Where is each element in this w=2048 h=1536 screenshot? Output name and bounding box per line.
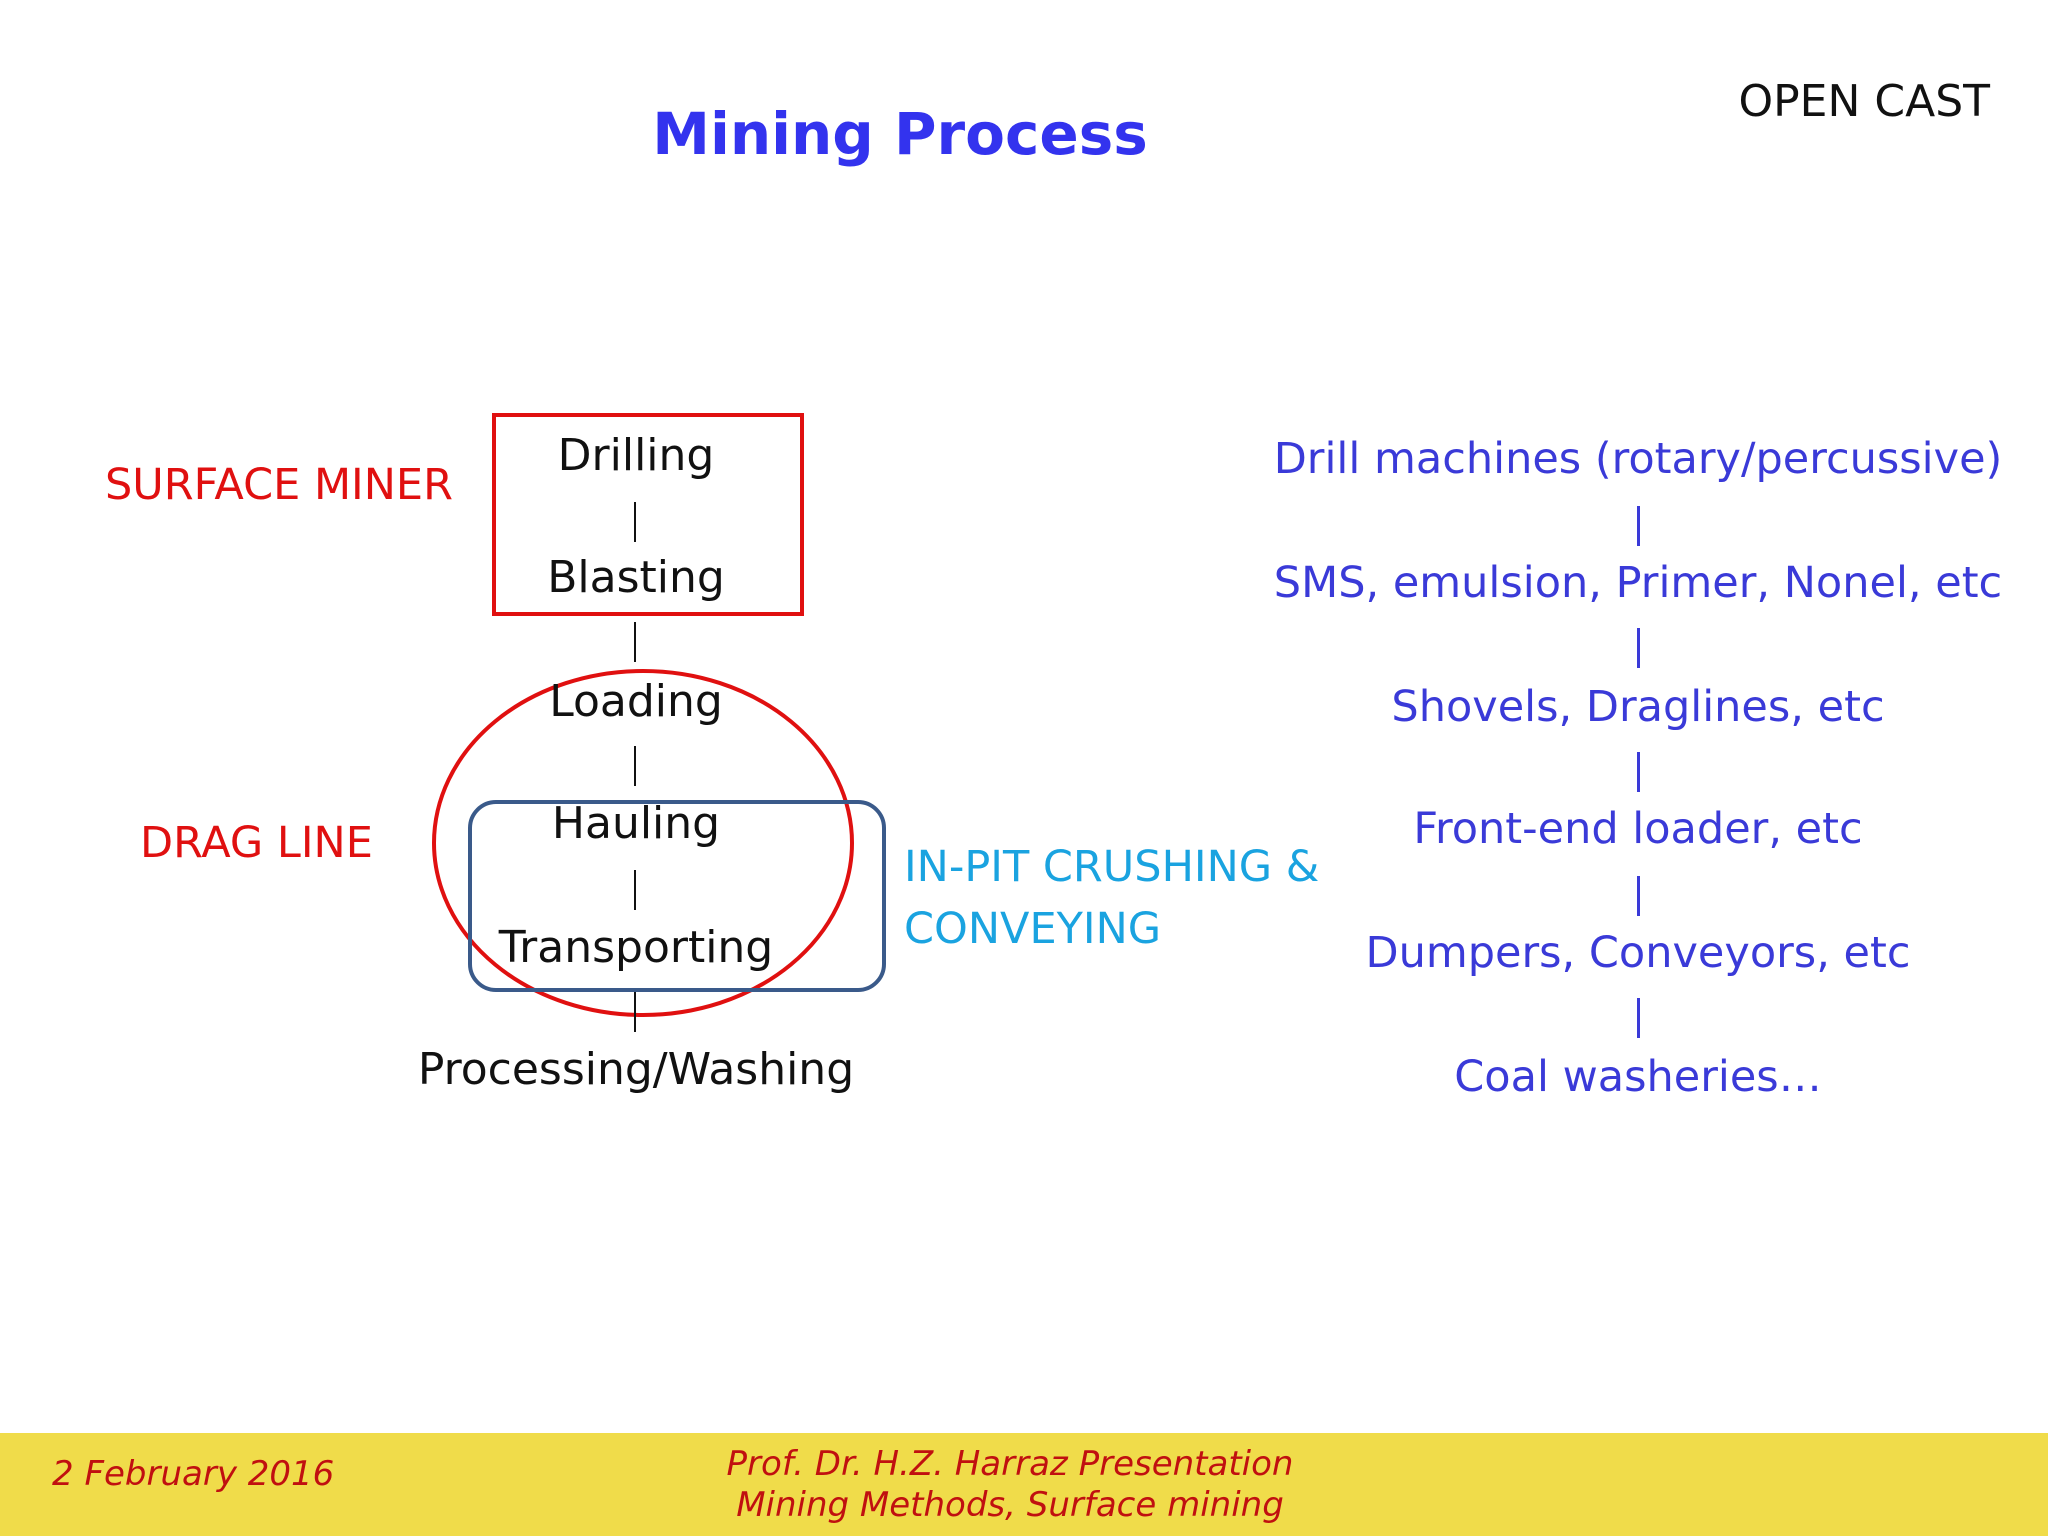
step-transporting: Transporting — [498, 922, 774, 973]
equipment-separator — [1637, 752, 1640, 792]
step-hauling: Hauling — [551, 798, 721, 849]
equipment-loader: Front-end loader, etc — [1413, 804, 1863, 854]
step-blasting: Blasting — [547, 552, 725, 603]
step-loading: Loading — [549, 676, 723, 727]
equipment-separator — [1637, 506, 1640, 546]
in-pit-crushing-label: IN-PIT CRUSHING & CONVEYING — [904, 836, 1319, 960]
step-separator — [634, 992, 636, 1032]
equipment-separator — [1637, 628, 1640, 668]
step-separator — [634, 622, 636, 662]
step-processing: Processing/Washing — [417, 1044, 855, 1095]
slide-title: Mining Process — [652, 100, 1148, 168]
open-cast-label: OPEN CAST — [1738, 76, 1991, 127]
equipment-shovels: Shovels, Draglines, etc — [1391, 682, 1885, 732]
footer-subject: Mining Methods, Surface mining — [736, 1485, 1284, 1525]
footer-date: 2 February 2016 — [52, 1454, 335, 1494]
step-separator — [634, 502, 636, 542]
equipment-coal-washeries: Coal washeries… — [1454, 1052, 1822, 1102]
step-separator — [634, 870, 636, 910]
equipment-dumpers: Dumpers, Conveyors, etc — [1365, 928, 1911, 978]
surface-miner-box — [492, 413, 804, 616]
surface-miner-label: SURFACE MINER — [105, 460, 453, 510]
step-drilling: Drilling — [557, 430, 715, 481]
step-separator — [634, 746, 636, 786]
footer-presenter: Prof. Dr. H.Z. Harraz Presentation — [726, 1444, 1294, 1484]
in-pit-crushing-line2: CONVEYING — [904, 904, 1162, 954]
in-pit-crushing-box — [468, 800, 886, 992]
equipment-separator — [1637, 998, 1640, 1038]
in-pit-crushing-line1: IN-PIT CRUSHING & — [904, 842, 1320, 892]
equipment-separator — [1637, 876, 1640, 916]
equipment-drill-machines: Drill machines (rotary/percussive) — [1273, 434, 2003, 484]
footer-bar — [0, 1433, 2048, 1536]
drag-line-ellipse — [432, 669, 854, 1017]
drag-line-label: DRAG LINE — [140, 818, 373, 868]
equipment-explosives: SMS, emulsion, Primer, Nonel, etc — [1273, 558, 2003, 608]
